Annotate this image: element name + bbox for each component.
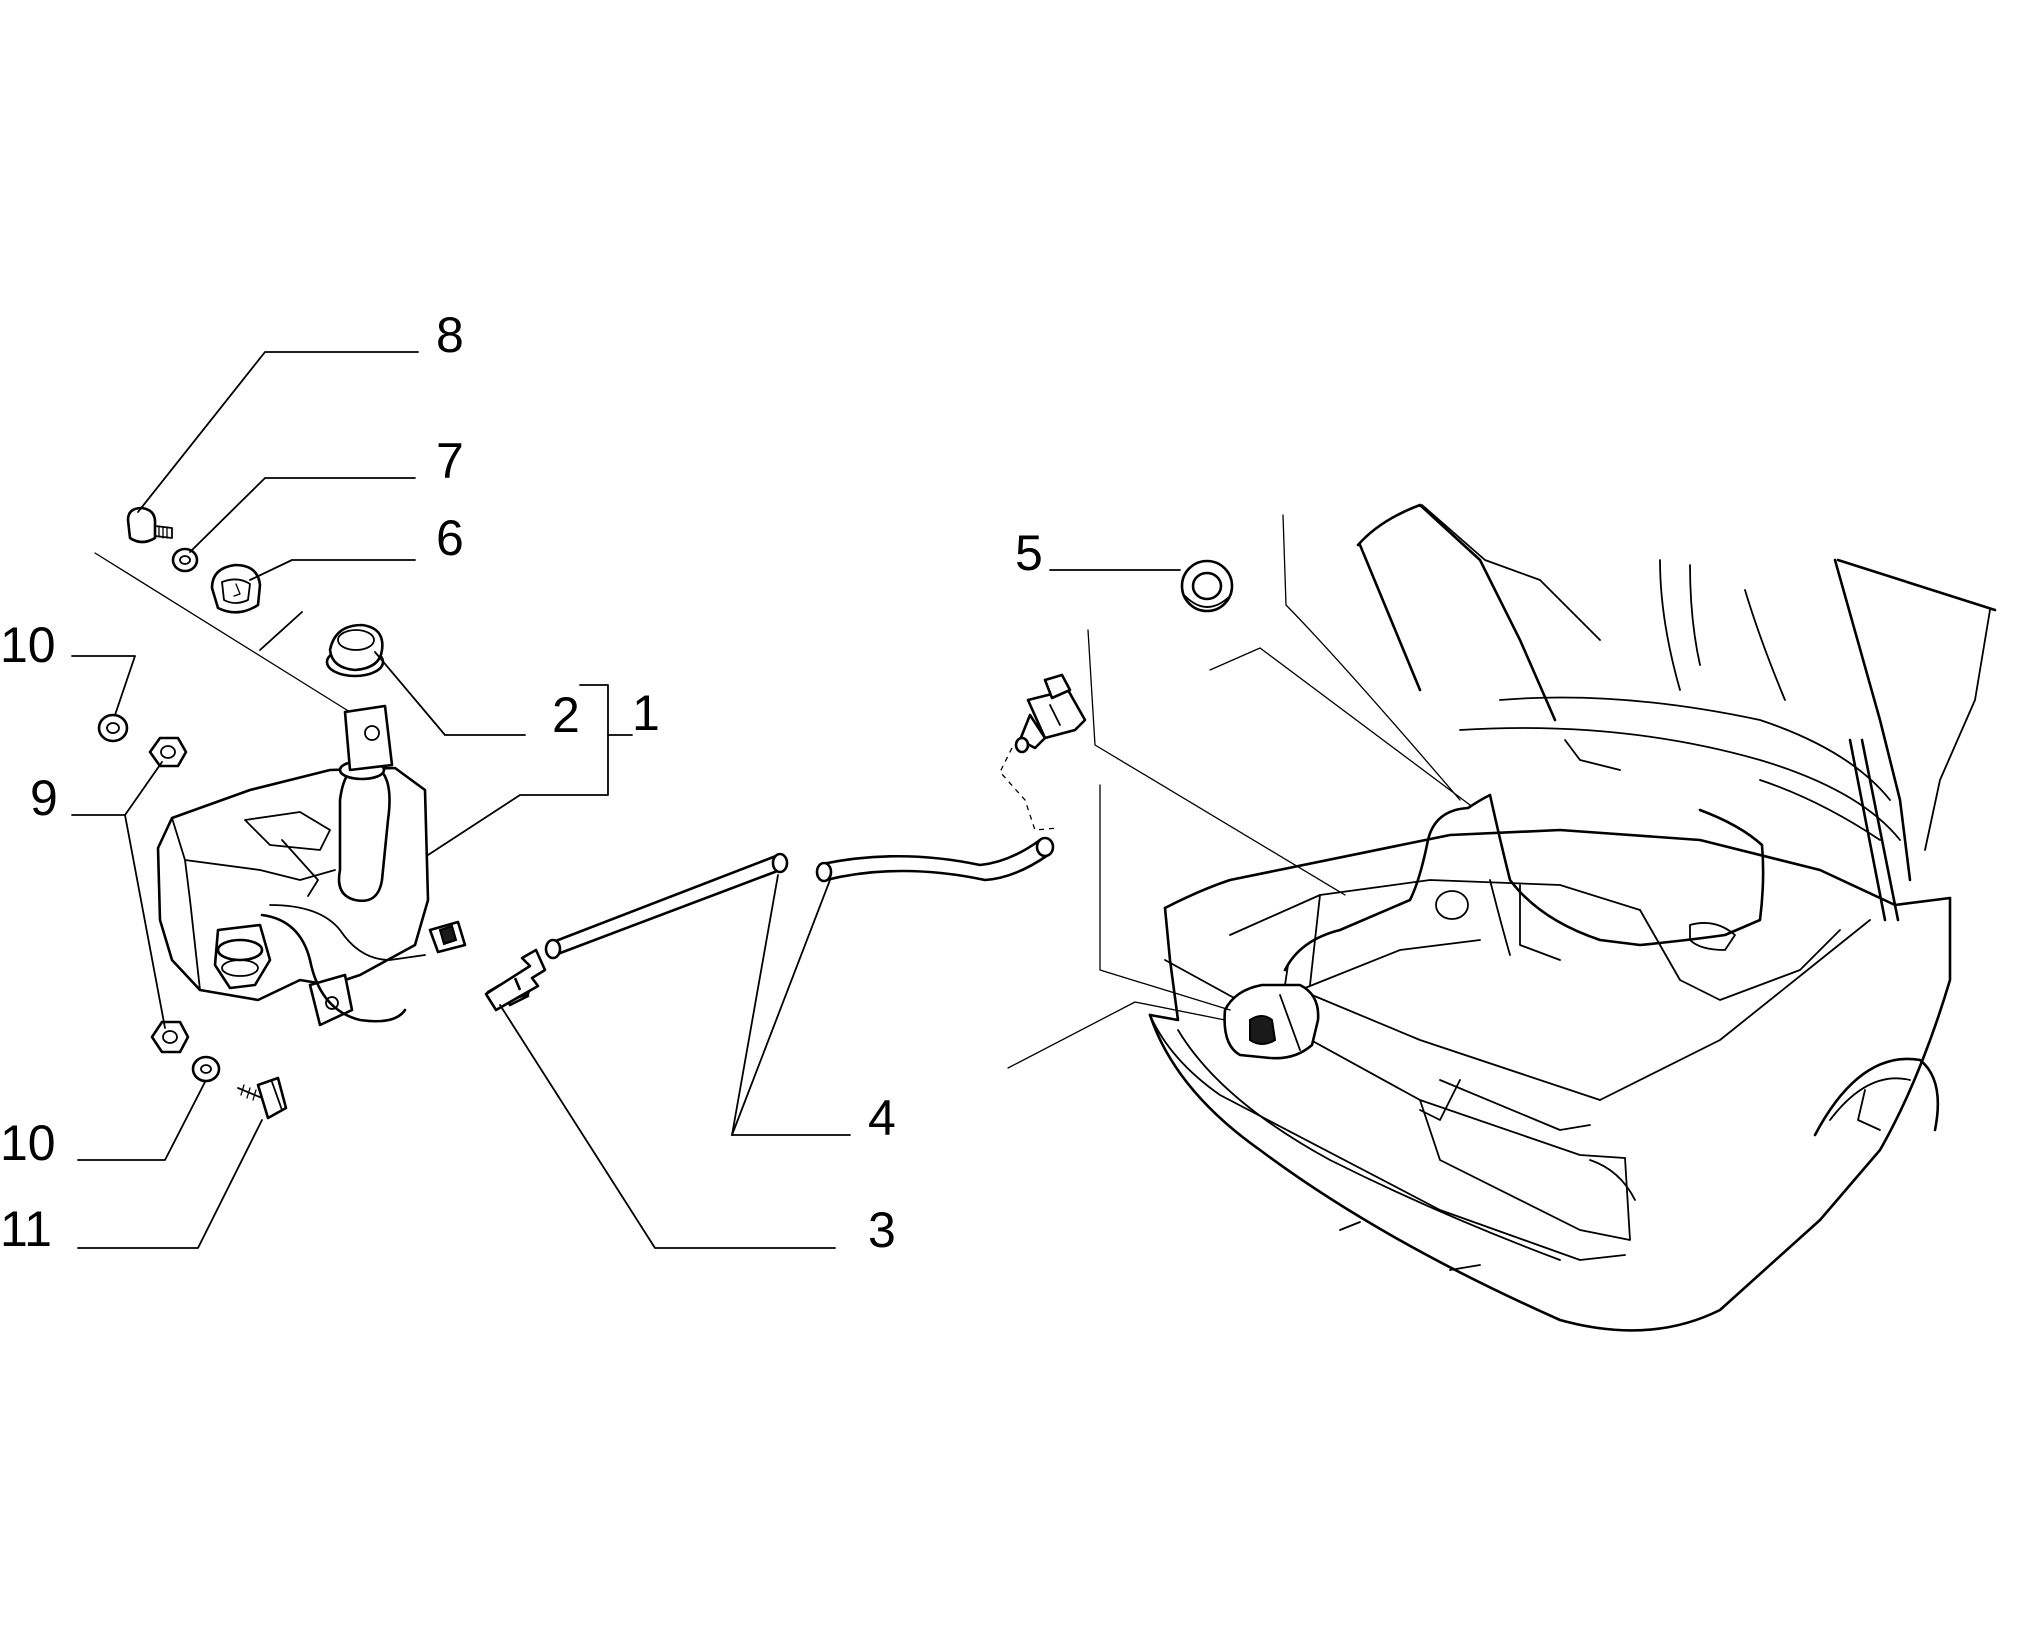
callout-2: 2: [552, 687, 580, 743]
callout-7: 7: [436, 433, 464, 489]
part-2-filler-cap: [325, 623, 385, 678]
callout-8: 8: [436, 307, 464, 363]
car-rear-boot-illustration: [1148, 503, 1997, 1332]
callout-3: 3: [868, 1202, 896, 1258]
part-9-upper-nut: [148, 736, 188, 768]
part-6-grommet: [210, 563, 262, 614]
part-7-washer: [171, 547, 199, 573]
callout-6: 6: [436, 510, 464, 566]
nozzle-to-hose-dashed-line: [999, 747, 1059, 831]
part-9-lower-nut: [150, 1020, 190, 1054]
callout-10-lower: 10: [0, 1115, 56, 1171]
callout-10-upper: 10: [0, 617, 56, 673]
leader-lines: [71, 351, 1471, 1249]
washer-reservoir-tank: [156, 704, 467, 1027]
callout-9: 9: [30, 770, 58, 826]
callout-labels: 1 2 3 4 5 6 7 8 9 10 10 11: [0, 307, 1043, 1258]
washer-jet-nozzle: [1014, 673, 1087, 754]
part-4-hose-left: [544, 852, 789, 960]
part-8-screw: [126, 506, 173, 544]
callout-5: 5: [1015, 525, 1043, 581]
callout-11: 11: [0, 1201, 52, 1257]
callout-1: 1: [632, 685, 660, 741]
part-5-grommet: [1180, 559, 1234, 613]
part-10-upper-washer: [97, 713, 129, 743]
part-10-lower-washer: [191, 1055, 221, 1083]
callout-4: 4: [868, 1090, 896, 1146]
part-4-hose-right: [815, 836, 1055, 883]
part-11-bolt: [237, 1076, 288, 1120]
part-3-check-valve: [484, 948, 547, 1012]
